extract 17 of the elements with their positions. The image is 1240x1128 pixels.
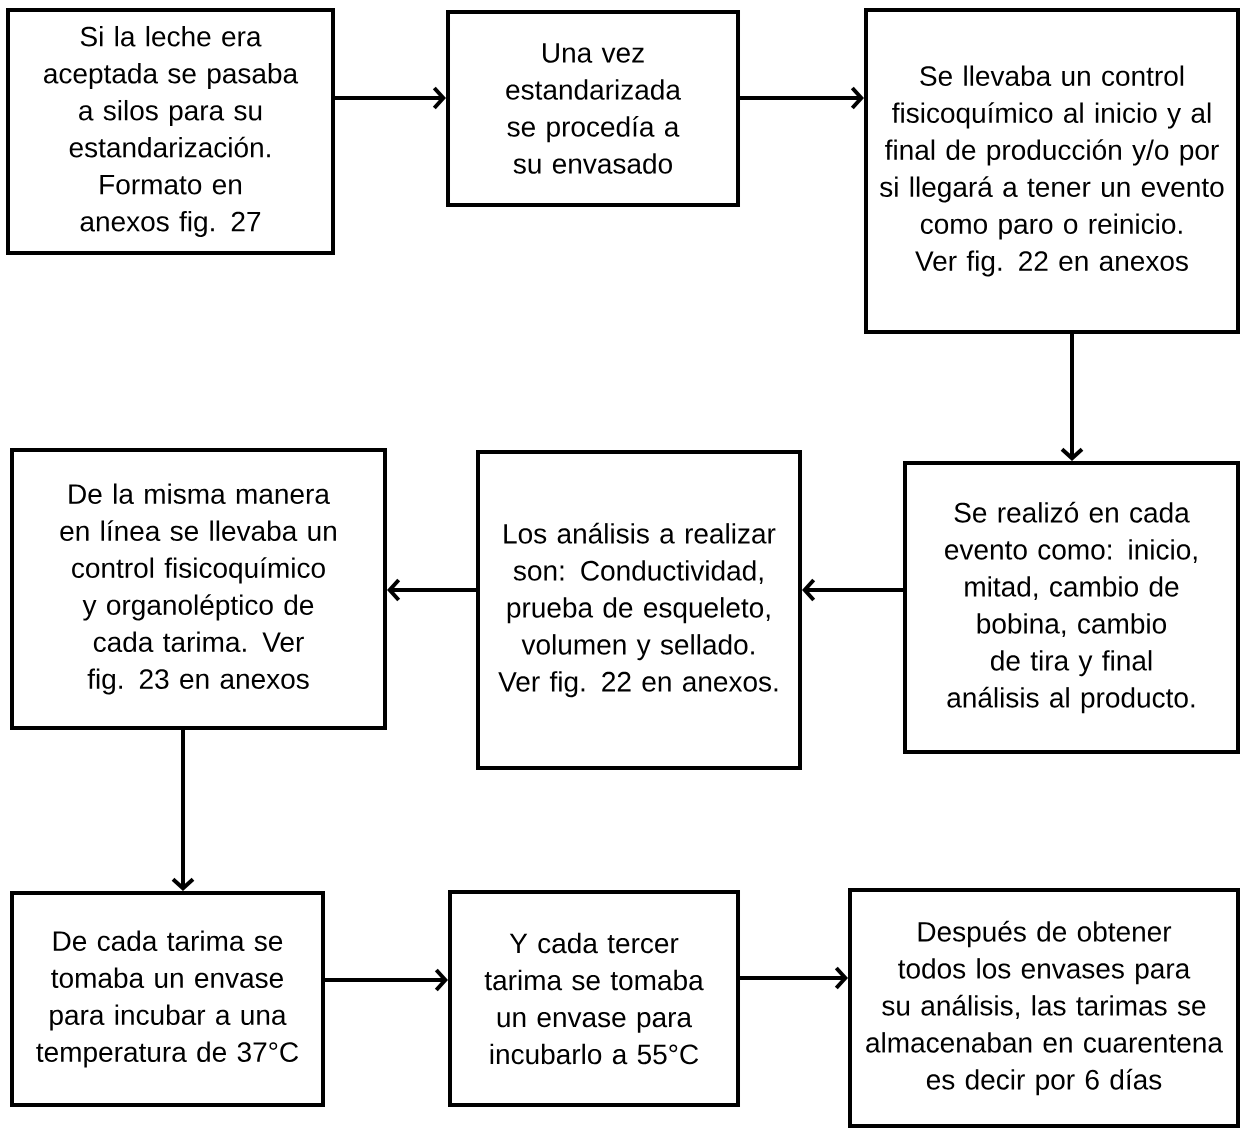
arrow: [325, 968, 448, 992]
process-box: Una vez estandarizada se procedía a su envasado: [446, 10, 740, 207]
process-box: Y cada tercer tarima se tomaba un envase para incubarlo a 55°C: [448, 890, 740, 1107]
arrow: [335, 86, 446, 110]
process-box: De la misma manera en línea se llevaba un control fisicoquímico y organoléptico de cada tarima. Ver fig. 23 en anexos: [10, 448, 387, 730]
process-box: De cada tarima se tomaba un envase para incubar a una temperatura de 37°C: [10, 891, 325, 1107]
arrow: [1060, 334, 1084, 461]
process-box: Se realizó en cada evento como: inicio, mitad, cambio de bobina, cambio de tira y final análisis al producto.: [903, 461, 1240, 754]
process-box: Si la leche era aceptada se pasaba a silos para su estandarización. Formato en anexos fig. 27: [6, 8, 335, 255]
arrow: [740, 86, 864, 110]
arrow: [171, 730, 195, 891]
arrow: [802, 578, 903, 602]
process-box: Se llevaba un control fisicoquímico al inicio y al final de producción y/o por si llegará a tener un evento como paro o reinicio. Ver fig. 22 en anexos: [864, 8, 1240, 334]
process-box: Los análisis a realizar son: Conductividad, prueba de esqueleto, volumen y sellado. Ver fig. 22 en anexos.: [476, 450, 802, 770]
process-box: Después de obtener todos los envases para su análisis, las tarimas se almacenaban en cuarentena es decir por 6 días: [848, 888, 1240, 1128]
arrow: [740, 966, 848, 990]
arrow: [387, 578, 476, 602]
